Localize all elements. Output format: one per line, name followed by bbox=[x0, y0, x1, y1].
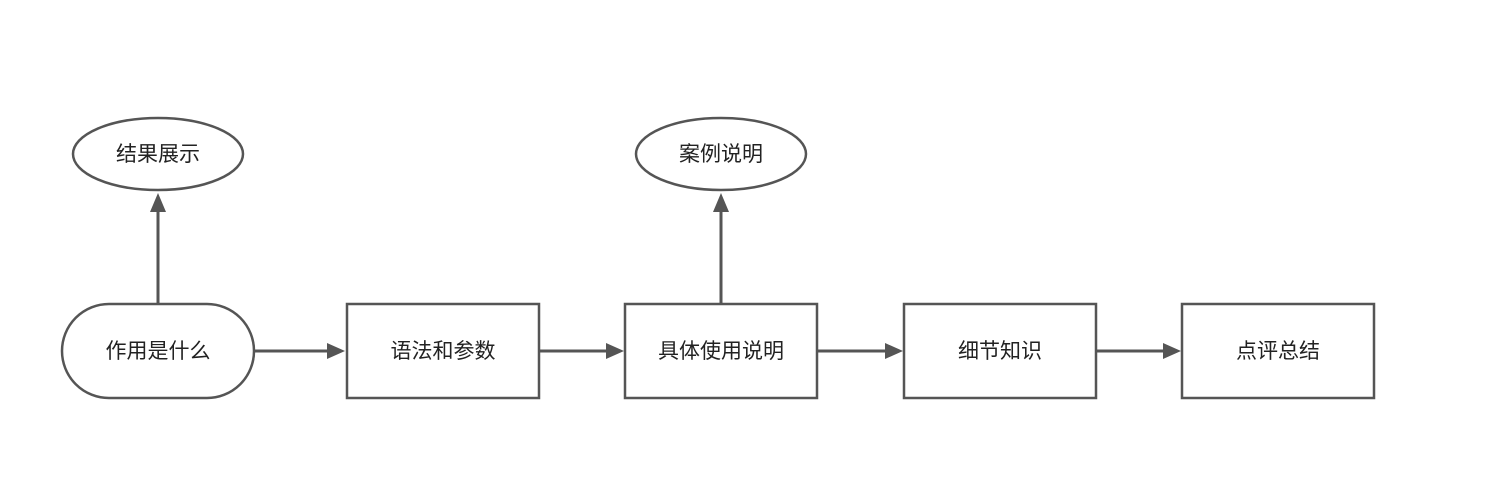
node-case: 案例说明 bbox=[634, 116, 808, 192]
edge-usage-to-details bbox=[818, 343, 903, 359]
node-result: 结果展示 bbox=[71, 116, 245, 192]
node-case-label: 案例说明 bbox=[679, 142, 763, 166]
edge-purpose-to-syntax bbox=[255, 343, 345, 359]
node-purpose-label: 作用是什么 bbox=[106, 339, 211, 363]
node-summary: 点评总结 bbox=[1180, 302, 1376, 400]
node-purpose: 作用是什么 bbox=[60, 302, 256, 400]
node-usage-label: 具体使用说明 bbox=[658, 339, 784, 363]
edge-usage-to-case bbox=[713, 193, 729, 303]
edge-syntax-to-usage bbox=[540, 343, 624, 359]
node-summary-label: 点评总结 bbox=[1236, 339, 1320, 363]
node-details: 细节知识 bbox=[902, 302, 1098, 400]
edge-details-to-summary bbox=[1097, 343, 1181, 359]
node-result-label: 结果展示 bbox=[116, 142, 200, 166]
node-usage: 具体使用说明 bbox=[623, 302, 819, 400]
node-details-label: 细节知识 bbox=[958, 339, 1042, 363]
edge-purpose-to-result bbox=[150, 193, 166, 303]
node-syntax-label: 语法和参数 bbox=[391, 339, 496, 363]
node-syntax: 语法和参数 bbox=[345, 302, 541, 400]
